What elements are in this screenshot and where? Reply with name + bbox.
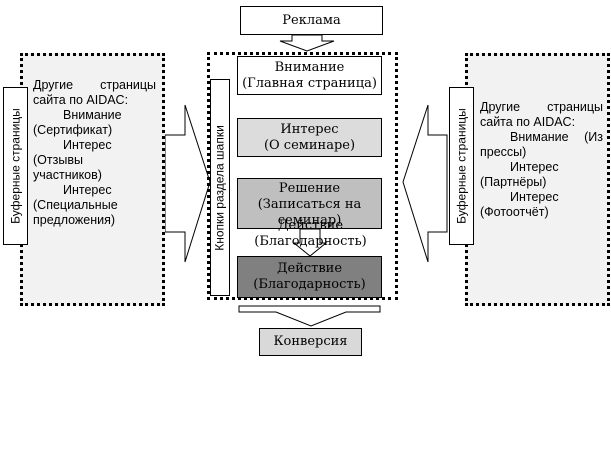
right-line-3: Внимание (Из bbox=[510, 130, 603, 144]
step-interest-subtitle: (О семинаре) bbox=[263, 137, 356, 153]
left-vertical-label: Буферные страницы bbox=[3, 87, 28, 245]
left-line-9: (Специальные bbox=[33, 198, 118, 212]
center-frame bbox=[207, 52, 398, 300]
arrow-step-3-4 bbox=[292, 228, 328, 257]
step-decision: Решение (Записаться на семинар) bbox=[237, 178, 382, 229]
left-line-6: (Отзывы bbox=[33, 153, 83, 167]
left-line-5: Интерес bbox=[63, 138, 112, 152]
arrow-conversion bbox=[238, 305, 381, 327]
center-vertical-text: Кнопки раздела шапки bbox=[212, 124, 227, 251]
reklama-label: Реклама bbox=[282, 12, 341, 28]
right-vertical-text: Буферные страницы bbox=[454, 108, 468, 224]
left-panel: Другие страницы сайта по AIDAC: Внимание… bbox=[20, 53, 165, 306]
arrow-left-panel bbox=[164, 104, 211, 263]
left-line-3: Внимание bbox=[63, 108, 122, 122]
center-vertical-label: Кнопки раздела шапки bbox=[210, 79, 230, 296]
step-interest-title: Интерес bbox=[280, 121, 339, 137]
right-line-4: прессы) bbox=[480, 145, 527, 159]
left-line-2: сайта по AIDAC: bbox=[33, 93, 129, 107]
step-interest: Интерес (О семинаре) bbox=[237, 118, 382, 157]
right-line-7: Интерес bbox=[510, 190, 559, 204]
step-attention: Внимание (Главная страница) bbox=[237, 56, 382, 95]
right-line-8: (Фотоотчёт) bbox=[480, 205, 549, 219]
step-action-subtitle: (Благодарность) bbox=[253, 277, 366, 292]
step-decision-title: Решение bbox=[278, 181, 341, 196]
arrow-reklama-down bbox=[279, 34, 335, 52]
step-decision-overlap-text: Действие (Благодарность) bbox=[254, 218, 367, 249]
right-line-2: сайта по AIDAC: bbox=[480, 115, 576, 129]
right-line-1: Другие страницы bbox=[480, 100, 603, 114]
right-line-6: (Партнёры) bbox=[480, 175, 547, 189]
right-vertical-label: Буферные страницы bbox=[449, 87, 474, 245]
right-panel: Другие страницы сайта по AIDAC: Внимание… bbox=[465, 53, 610, 306]
right-line-5: Интерес bbox=[510, 160, 559, 174]
step-decision-overlap: Действие (Благодарность) bbox=[248, 218, 373, 250]
conversion-box: Конверсия bbox=[259, 328, 362, 356]
conversion-label: Конверсия bbox=[273, 334, 348, 349]
step-decision-subtitle: (Записаться на семинар) bbox=[257, 197, 362, 228]
left-vertical-text: Буферные страницы bbox=[8, 108, 22, 224]
arrow-right-panel bbox=[402, 104, 448, 263]
step-attention-subtitle: (Главная страница) bbox=[242, 75, 377, 91]
left-line-8: Интерес bbox=[63, 183, 112, 197]
step-action: Действие (Благодарность) bbox=[237, 256, 382, 298]
left-line-1: Другие страницы bbox=[33, 78, 156, 92]
reklama-box: Реклама bbox=[240, 6, 383, 35]
left-line-10: предложения) bbox=[33, 213, 116, 227]
step-attention-title: Внимание bbox=[274, 59, 345, 75]
left-line-4: (Сертификат) bbox=[33, 123, 113, 137]
left-line-7: участников) bbox=[33, 168, 102, 182]
step-action-title: Действие bbox=[276, 261, 343, 276]
